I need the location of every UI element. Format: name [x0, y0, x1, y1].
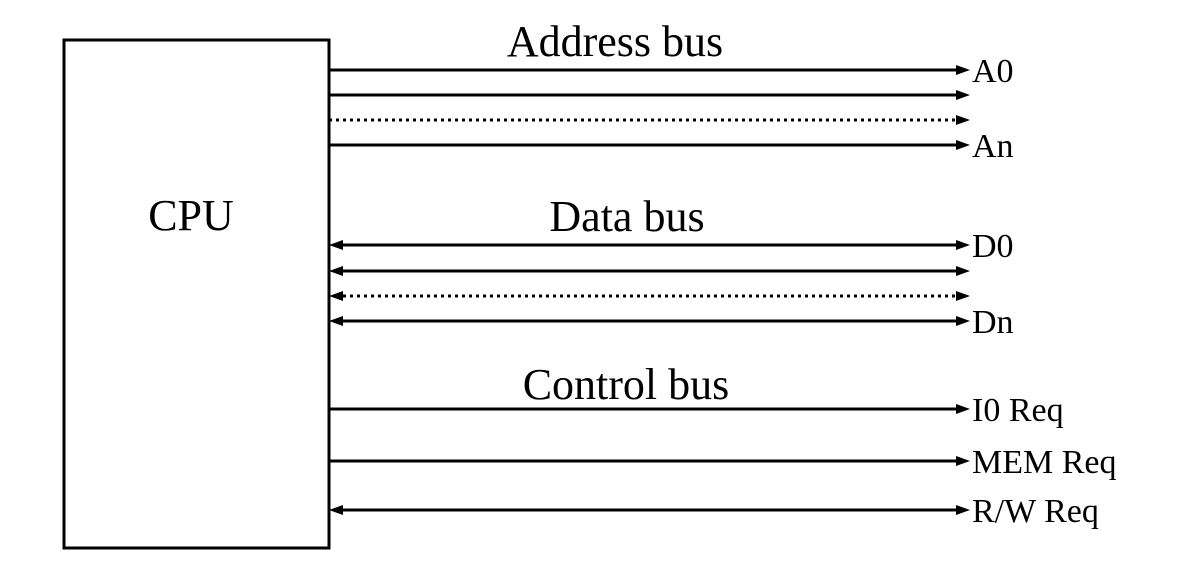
arrowhead-right	[956, 404, 970, 414]
arrowhead-right	[956, 456, 970, 466]
line-label: I0 Req	[972, 392, 1064, 429]
control-bus-title: Control bus	[523, 360, 730, 409]
data-bus-line: D0	[329, 228, 1014, 265]
data-bus-title: Data bus	[549, 192, 704, 241]
line-label: MEM Req	[972, 444, 1117, 481]
arrowhead-right	[956, 140, 970, 150]
arrowhead-left	[329, 316, 343, 326]
data-bus-line: Dn	[329, 304, 1014, 341]
arrowhead-right	[956, 505, 970, 515]
address-bus-line	[329, 115, 970, 125]
arrowhead-left	[329, 505, 343, 515]
arrowhead-right	[956, 316, 970, 326]
arrowhead-right	[956, 90, 970, 100]
arrowhead-left	[329, 291, 343, 301]
data-bus-line	[329, 291, 970, 301]
arrowhead-left	[329, 266, 343, 276]
address-bus-line: A0	[329, 53, 1014, 90]
control-bus-line: R/W Req	[329, 493, 1099, 530]
line-label: An	[972, 128, 1014, 165]
control-bus-line: I0 Req	[329, 392, 1064, 429]
cpu-box	[62, 38, 331, 550]
arrowhead-right	[956, 115, 970, 125]
arrowhead-left	[329, 240, 343, 250]
control-bus-line: MEM Req	[329, 444, 1117, 481]
arrowhead-right	[956, 291, 970, 301]
address-bus-line	[329, 90, 970, 100]
arrowhead-right	[956, 65, 970, 75]
line-label: D0	[972, 228, 1014, 265]
arrowhead-right	[956, 266, 970, 276]
address-bus-line: An	[329, 128, 1014, 165]
cpu-label: CPU	[148, 191, 234, 240]
line-label: R/W Req	[972, 493, 1099, 530]
line-label: A0	[972, 53, 1014, 90]
line-label: Dn	[972, 304, 1014, 341]
data-bus-line	[329, 266, 970, 276]
address-bus-title: Address bus	[507, 17, 723, 66]
arrowhead-right	[956, 240, 970, 250]
